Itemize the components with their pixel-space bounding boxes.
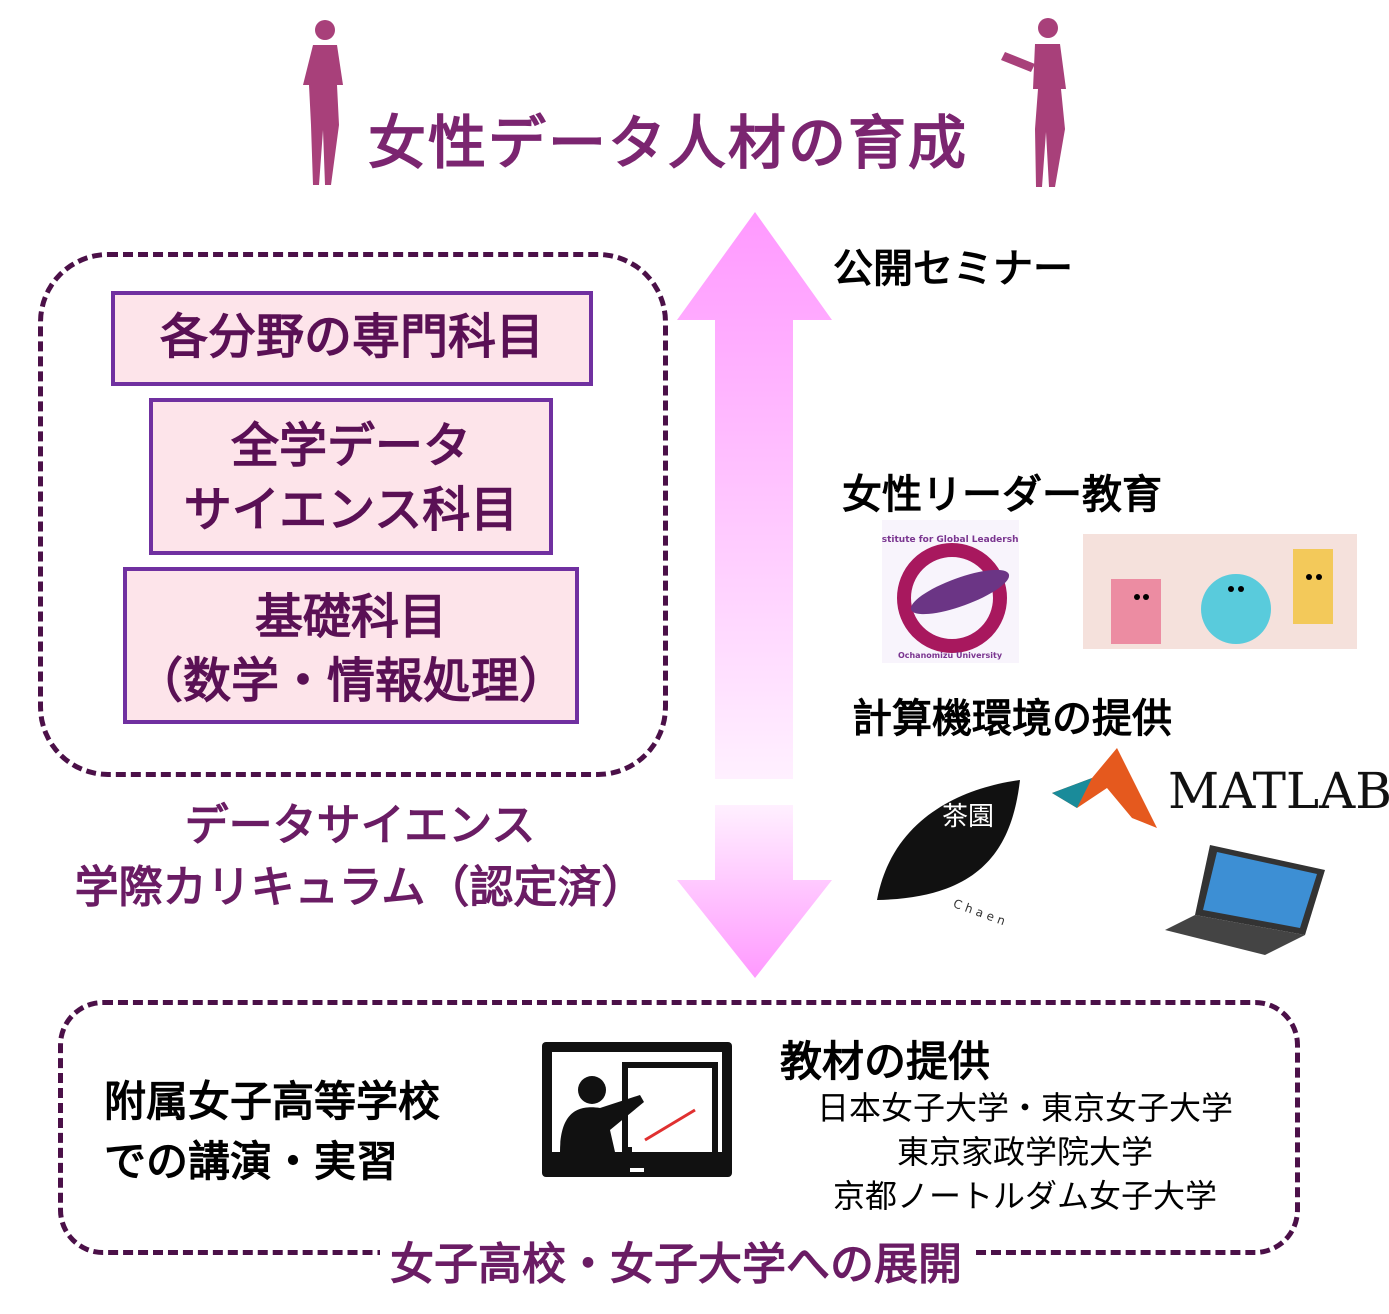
online-lecture-icon [542,1042,732,1177]
university-item: 東京家政学院大学 [896,1133,1153,1171]
matlab-logo-icon [1052,748,1157,828]
chaen-logo: 茶園 Chaen [872,778,1022,948]
computing-environment-label: 計算機環境の提供 [852,696,1172,742]
curriculum-label: データサイエンス学際カリキュラム（認定済） [74,800,646,913]
laptop-icon [1165,845,1325,955]
specialized-courses-box: 各分野の専門科目 [111,291,593,386]
double-arrow [677,212,832,978]
women-leader-education-label: 女性リーダー教育 [842,472,1162,518]
basic-courses-box: 基礎科目（数学・情報処理） [123,567,579,724]
outreach-label: 女子高校・女子大学への展開 [380,1228,972,1292]
matlab-wordmark: MATLAB [1168,762,1389,820]
data-science-courses-box: 全学データサイエンス科目 [149,398,553,555]
igl-logo: Institute for Global Leadership Ochanomi… [872,520,1029,663]
businesswoman-icon [303,20,343,185]
curriculum-frame [38,252,668,777]
businesswoman-laptop-icon [1001,18,1066,187]
partner-universities: 日本女子大学・東京女子大学 東京家政学院大学 京都ノートルダム女子大学 [780,1086,1270,1218]
public-seminar-label: 公開セミナー [833,246,1073,292]
igc-logo [1083,534,1357,649]
svg-text:Institute for Global Leadershi: Institute for Global Leadership [882,535,1019,545]
page-title: 女性データ人材の育成 [368,109,969,177]
university-item: 京都ノートルダム女子大学 [832,1177,1217,1215]
materials-provision-label: 教材の提供 [780,1037,991,1086]
svg-text:Ochanomizu University: Ochanomizu University [898,651,1003,660]
high-school-lecture-label: 附属女子高等学校での講演・実習 [104,1077,441,1186]
university-item: 日本女子大学・東京女子大学 [816,1089,1233,1127]
